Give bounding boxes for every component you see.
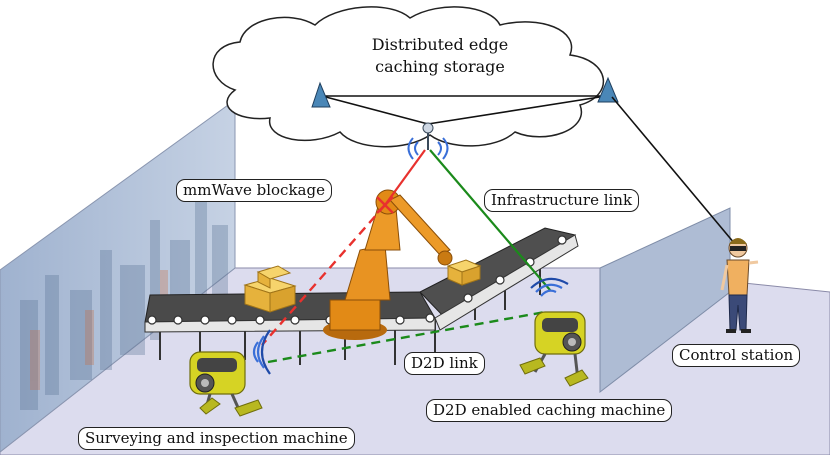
- d2d-link-line: [267, 310, 546, 364]
- infrastructure-link-label: Infrastructure link: [484, 189, 640, 212]
- control-station-link: [611, 96, 741, 251]
- blocked-mmwave-link-dashed: [261, 204, 386, 346]
- surveying-inspection-machine: [189, 351, 263, 417]
- d2d-machine-label: D2D enabled caching machine: [426, 399, 673, 422]
- control-station-operator: [720, 238, 759, 333]
- mmwave-blockage-label: mmWave blockage: [176, 179, 332, 202]
- control-station-label: Control station: [672, 344, 801, 367]
- blocked-mmwave-link-solid: [384, 149, 426, 206]
- edge-storage-label-line2: caching storage: [375, 57, 505, 76]
- wireless-signal-icon: [252, 329, 271, 375]
- cargo-boxes: [243, 259, 482, 313]
- triangle-antenna-icon: [311, 81, 331, 108]
- d2d-link-label: D2D link: [404, 352, 485, 375]
- backbone-link-left: [321, 95, 429, 125]
- triangle-antenna-icon: [597, 76, 619, 103]
- wireless-signal-icon: [530, 277, 569, 297]
- blockage-cross-icon: [376, 196, 394, 214]
- infrastructure-link-line: [429, 149, 551, 291]
- edge-storage-label: Distributed edge caching storage: [350, 34, 530, 78]
- survey-machine-label: Surveying and inspection machine: [78, 427, 355, 450]
- edge-storage-label-line1: Distributed edge: [371, 35, 509, 54]
- d2d-caching-machine: [519, 311, 589, 387]
- robot-arm: [323, 189, 453, 340]
- backbone-link-right: [427, 95, 607, 125]
- wireless-access-point-icon: [407, 122, 449, 160]
